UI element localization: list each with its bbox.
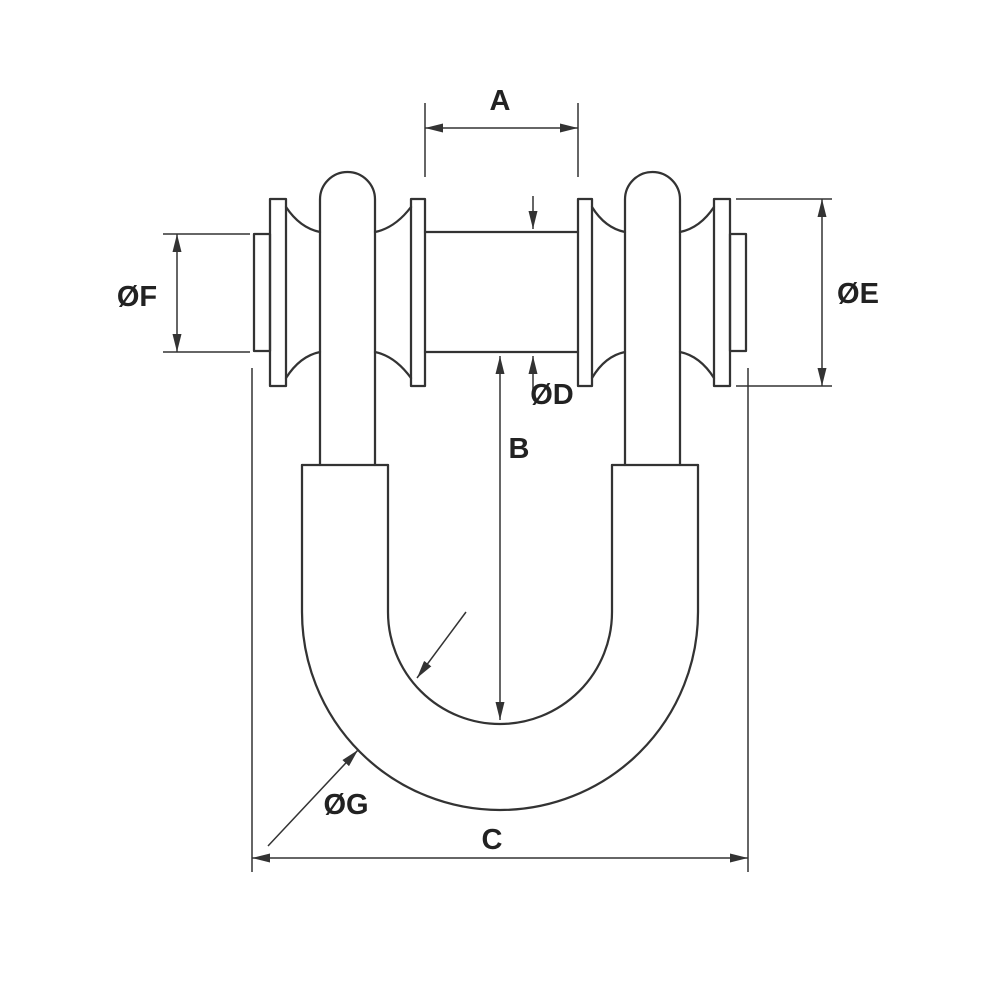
left-leg-outline [318,170,377,467]
pin-right-inner-flange [576,197,594,388]
left-outer-flare-top [284,205,322,234]
u-bar-inner-outline [386,463,614,726]
dimension-b: B [495,356,530,720]
dimension-label-f: ØF [117,281,157,313]
dimension-a: A [424,85,579,177]
left-inner-flare-bottom [373,350,413,380]
dimension-e: ØE [736,198,879,387]
u-bar-outer-outline [300,463,700,812]
dimension-label-b: B [509,433,530,465]
dimension-label-c: C [482,824,503,856]
dimension-f: ØF [117,233,250,353]
shackle-body [300,170,700,812]
right-inner-flare-top [590,205,627,234]
dimension-c: C [251,368,749,872]
dimension-label-g: ØG [323,789,368,821]
pin-left-inner-flange [409,197,427,388]
dimension-d: ØD [528,196,574,411]
leader-line-inner [416,611,467,679]
pin-right-outer-flange [712,197,732,388]
right-outer-flare-bottom [678,350,716,380]
dimension-g: ØG [267,611,467,847]
left-inner-flare-top [373,205,413,234]
right-outer-flare-top [678,205,716,234]
left-outer-flare-bottom [284,350,322,380]
pin-right-end-cap [728,232,748,353]
pin-left-outer-flange [268,197,288,388]
dimension-label-a: A [490,85,511,117]
dimension-label-e: ØE [837,278,879,310]
right-inner-flare-bottom [590,350,627,380]
leader-line-outer [267,749,359,847]
right-leg-outline [623,170,682,467]
dimension-label-d: ØD [530,379,574,411]
pin-assembly [252,197,748,388]
pin-left-end-cap [252,232,272,353]
